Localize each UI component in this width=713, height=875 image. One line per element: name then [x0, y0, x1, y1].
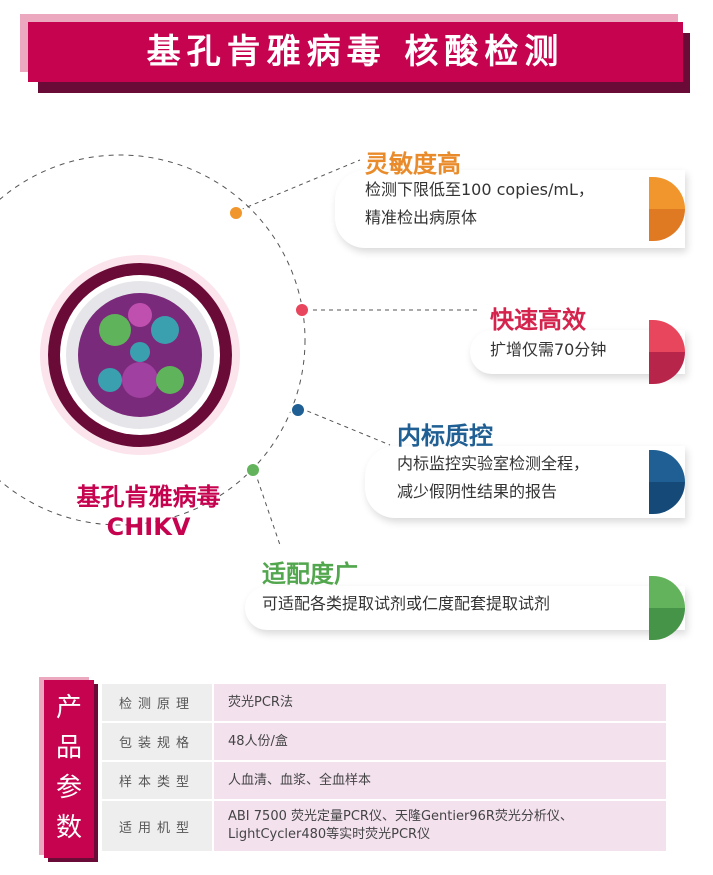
feature-card-control: 内标质控 内标监控实验室检测全程，减少假阴性结果的报告 [365, 422, 685, 518]
orange-dot [228, 205, 244, 221]
connector-line [239, 159, 361, 211]
feature-card-sensitivity: 灵敏度高 检测下限低至100 copies/mL，精准检出病原体 [335, 150, 685, 248]
red-dot [294, 302, 310, 318]
blue-half-circle-icon [649, 450, 685, 514]
blue-dot [290, 402, 306, 418]
feature-title: 灵敏度高 [365, 150, 461, 178]
virus-label: 基孔肯雅病毒 CHIKV [56, 482, 241, 542]
orange-half-circle-icon [649, 177, 685, 241]
table-row: 样本类型人血清、血浆、全血样本 [102, 762, 666, 799]
connector-diagram [0, 154, 480, 546]
virus-image [40, 255, 240, 455]
feature-desc: 可适配各类提取试剂或仁度配套提取试剂 [262, 594, 551, 613]
feature-title: 快速高效 [490, 306, 586, 334]
connector-line [254, 471, 281, 546]
page-title: 基孔肯雅病毒 核酸检测 [28, 22, 683, 82]
connector-line [299, 407, 391, 446]
feature-desc: 检测下限低至100 copies/mL，精准检出病原体 [365, 180, 594, 227]
feature-desc: 内标监控实验室检测全程，减少假阴性结果的报告 [397, 454, 590, 501]
product-params-tab: 产品参数 [44, 680, 94, 858]
table-row: 检测原理荧光PCR法 [102, 684, 666, 721]
feature-title: 内标质控 [397, 422, 493, 450]
feature-title: 适配度广 [262, 560, 358, 588]
green-half-circle-icon [649, 576, 685, 640]
dashed-orbit [0, 154, 306, 526]
feature-card-compatibility: 适配度广 可适配各类提取试剂或仁度配套提取试剂 [245, 560, 685, 640]
feature-card-speed: 快速高效 扩增仅需70分钟 [470, 306, 685, 384]
virus-abbr: CHIKV [106, 513, 191, 541]
virus-name: 基孔肯雅病毒 [76, 483, 221, 511]
feature-desc: 扩增仅需70分钟 [490, 340, 607, 359]
green-dot [245, 462, 261, 478]
